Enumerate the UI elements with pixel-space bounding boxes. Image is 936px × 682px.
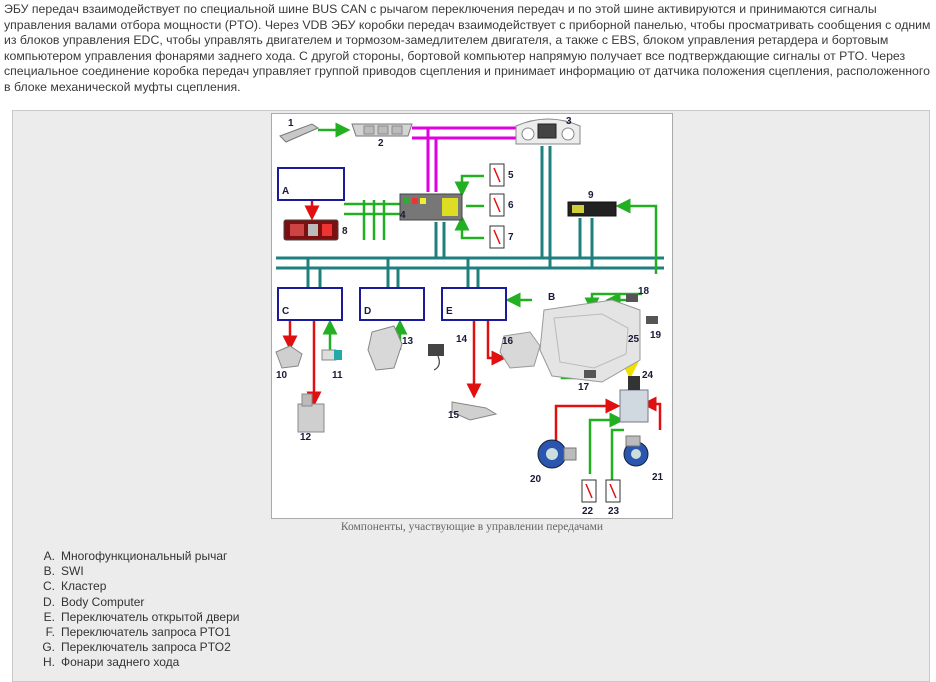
block-c: C: [277, 287, 343, 321]
switch-module-part: [351, 123, 413, 137]
part-10-actuator: [275, 345, 303, 369]
label-24: 24: [642, 370, 654, 381]
label-7: 7: [508, 232, 514, 243]
label-5: 5: [508, 170, 514, 181]
display-unit-part: [567, 201, 617, 217]
label-19: 19: [650, 330, 662, 341]
legend-letter: A.: [43, 549, 55, 563]
figure-panel: A C D E B 1 2 3 4 5 6 7: [12, 110, 930, 682]
switch-5-part: [489, 163, 505, 187]
label-17: 17: [578, 382, 590, 393]
label-16: 16: [502, 336, 514, 347]
label-2: 2: [378, 138, 384, 149]
label-14: 14: [456, 334, 468, 345]
legend-text: Многофункциональный рычаг: [61, 549, 228, 563]
legend-item: H. Фонари заднего хода: [35, 655, 239, 670]
diagram-figure: A C D E B 1 2 3 4 5 6 7: [271, 113, 673, 519]
part-14-switch: [428, 344, 444, 371]
legend-item: F. Переключатель запроса PTO1: [35, 625, 239, 640]
part-15-sensor: [451, 401, 498, 421]
block-d-letter: D: [364, 306, 371, 317]
label-23: 23: [608, 506, 620, 517]
label-10: 10: [276, 370, 288, 381]
part-12-valve: [297, 393, 325, 433]
label-11: 11: [332, 370, 343, 381]
label-25: 25: [628, 334, 640, 345]
legend-text: SWI: [61, 564, 84, 579]
legend-letter: E.: [43, 609, 55, 624]
legend-text: Кластер: [61, 579, 107, 594]
label-1: 1: [288, 118, 294, 129]
legend-text: Фонари заднего хода: [61, 655, 180, 670]
reverse-lamp-part: [283, 219, 339, 241]
block-a: A: [277, 167, 345, 201]
legend-item: E. Переключатель открытой двери: [35, 609, 240, 625]
label-8: 8: [342, 226, 348, 237]
label-3: 3: [566, 116, 572, 127]
sensor-19-part: [646, 316, 658, 324]
intro-paragraph: ЭБУ передач взаимодействует по специальн…: [4, 2, 931, 94]
part-11-sensor: [321, 349, 342, 361]
block-d: D: [359, 287, 425, 321]
gearbox-control-diagram: A C D E B 1 2 3 4 5 6 7: [275, 116, 664, 517]
legend-item: A. Многофункциональный рычаг: [35, 549, 239, 564]
switch-7-part: [489, 225, 505, 249]
label-21: 21: [652, 472, 664, 483]
label-13: 13: [402, 336, 414, 347]
can-bus-lines: [412, 126, 516, 192]
legend-list: A. Многофункциональный рычаг B. SWI C. Клас…: [35, 549, 239, 671]
legend-letter: H.: [43, 655, 55, 670]
legend-item: D. Body Computer: [35, 595, 239, 610]
switch-6-part: [489, 193, 505, 217]
part-13-unit: [367, 325, 403, 371]
legend-letter: C.: [43, 579, 55, 594]
component-number-labels: 1 2 3 4 5 6 7 8 9 10 11 12 13 14 15 16 1…: [276, 116, 664, 517]
sensor-17-part: [584, 370, 596, 378]
legend-item: B. SWI: [35, 564, 239, 579]
block-a-letter: A: [282, 186, 289, 197]
clutch-actuator-part: [619, 376, 649, 423]
block-b-letter: B: [548, 292, 555, 303]
label-15: 15: [448, 410, 460, 421]
gearbox-ecu-part: [399, 193, 463, 221]
label-18: 18: [638, 286, 650, 297]
legend-text: Переключатель запроса PTO2: [61, 640, 231, 655]
gearbox-housing-part: [539, 299, 641, 383]
legend-text: Body Computer: [61, 594, 145, 609]
legend-text: Переключатель запроса PTO1: [61, 625, 231, 640]
label-9: 9: [588, 190, 594, 201]
label-22: 22: [582, 506, 594, 517]
instrument-cluster-part: [515, 118, 581, 145]
block-c-letter: C: [282, 306, 289, 317]
block-e: E: [441, 287, 507, 321]
legend-item: G. Переключатель запроса PTO2: [35, 640, 239, 655]
legend-letter: B.: [43, 564, 55, 579]
pump-20-part: [537, 439, 577, 469]
figure-caption: Компоненты, участвующие в управлении пер…: [340, 521, 604, 533]
switch-23-part: [605, 479, 621, 503]
multifunction-lever-part: [279, 123, 320, 143]
sensor-18-part: [626, 294, 638, 302]
label-6: 6: [508, 200, 514, 211]
block-e-letter: E: [446, 306, 453, 317]
label-4: 4: [400, 210, 406, 221]
vdb-bus-lines: [276, 146, 664, 288]
part-16-unit: [499, 331, 541, 369]
legend-letter: G.: [42, 640, 55, 655]
legend-letter: D.: [43, 594, 55, 609]
legend-item: C. Кластер: [35, 579, 239, 594]
legend-letter: F.: [45, 625, 55, 640]
label-12: 12: [300, 432, 312, 443]
pump-21-part: [623, 435, 649, 467]
label-20: 20: [530, 474, 542, 485]
switch-22-part: [581, 479, 597, 503]
legend-text: Переключатель открытой двери: [61, 609, 240, 624]
